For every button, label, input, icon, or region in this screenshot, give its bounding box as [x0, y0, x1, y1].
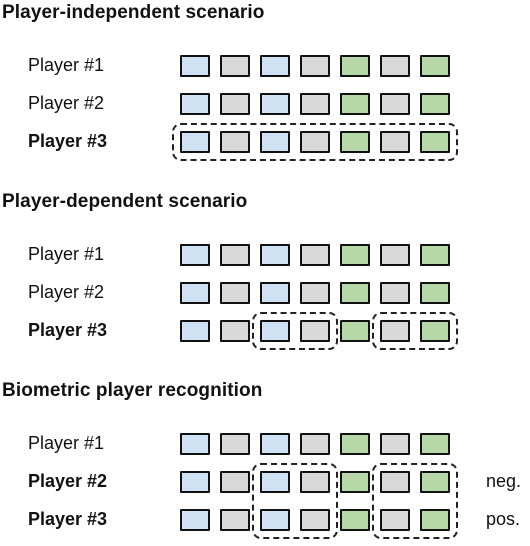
sequence-cell	[380, 131, 410, 153]
sequence-cell	[220, 131, 250, 153]
sequence-cell	[220, 433, 250, 455]
sequence-cell	[420, 509, 450, 531]
row-label: Player #1	[28, 55, 105, 75]
sequence-cell	[340, 433, 370, 455]
sequence-cell	[420, 471, 450, 493]
dashed-group-box	[372, 312, 458, 350]
sequence-cell	[420, 433, 450, 455]
sequence-cell	[260, 320, 290, 342]
sequence-cell	[340, 471, 370, 493]
sequence-cell	[300, 320, 330, 342]
sequence-cell	[300, 433, 330, 455]
sequence-cell	[260, 433, 290, 455]
pair-label: pos.	[486, 509, 521, 529]
sequence-cell	[260, 282, 290, 304]
sequence-cell	[260, 55, 290, 77]
row-label: Player #2	[28, 282, 105, 302]
sequence-cell	[420, 131, 450, 153]
sequence-cell	[380, 93, 410, 115]
sequence-cell	[260, 509, 290, 531]
sequence-cell	[380, 509, 410, 531]
row-label: Player #3	[28, 131, 108, 151]
sequence-cell	[340, 282, 370, 304]
section-title: Player-dependent scenario	[2, 191, 248, 212]
dashed-group-box	[172, 123, 458, 161]
sequence-cell	[300, 509, 330, 531]
sequence-cell	[180, 320, 210, 342]
sequence-cell	[380, 471, 410, 493]
sequence-cell	[220, 282, 250, 304]
sequence-cell	[420, 244, 450, 266]
sequence-cell	[220, 471, 250, 493]
sequence-cell	[300, 282, 330, 304]
sequence-cell	[380, 282, 410, 304]
sequence-cell	[220, 93, 250, 115]
sequence-cell	[300, 471, 330, 493]
sequence-cell	[340, 131, 370, 153]
sequence-cell	[300, 244, 330, 266]
dashed-group-box	[252, 463, 338, 539]
sequence-cell	[340, 55, 370, 77]
sequence-cell	[380, 55, 410, 77]
sequence-cell	[380, 244, 410, 266]
sequence-cell	[180, 282, 210, 304]
row-label: Player #2	[28, 471, 108, 491]
sequence-cell	[420, 320, 450, 342]
sequence-cell	[180, 55, 210, 77]
sequence-cell	[420, 282, 450, 304]
sequence-cell	[180, 244, 210, 266]
sequence-cell	[260, 93, 290, 115]
row-label: Player #1	[28, 433, 105, 453]
sequence-cell	[340, 509, 370, 531]
pair-label: neg.	[486, 471, 522, 491]
sequence-cell	[220, 509, 250, 531]
sequence-cell	[300, 93, 330, 115]
sequence-cell	[260, 131, 290, 153]
section-title: Player-independent scenario	[2, 2, 265, 23]
sequence-cell	[180, 509, 210, 531]
sequence-cell	[340, 93, 370, 115]
row-label: Player #3	[28, 320, 108, 340]
section-title: Biometric player recognition	[2, 380, 263, 401]
row-label: Player #1	[28, 244, 105, 264]
sequence-cell	[260, 244, 290, 266]
row-label: Player #3	[28, 509, 108, 529]
sequence-cell	[380, 433, 410, 455]
sequence-cell	[300, 55, 330, 77]
sequence-cell	[420, 55, 450, 77]
sequence-cell	[180, 93, 210, 115]
sequence-cell	[340, 244, 370, 266]
sequence-cell	[180, 471, 210, 493]
sequence-cell	[220, 244, 250, 266]
sequence-cell	[420, 93, 450, 115]
sequence-cell	[340, 320, 370, 342]
sequence-cell	[180, 131, 210, 153]
sequence-cell	[180, 433, 210, 455]
row-label: Player #2	[28, 93, 105, 113]
dashed-group-box	[252, 312, 338, 350]
sequence-cell	[220, 55, 250, 77]
sequence-cell	[300, 131, 330, 153]
sequence-cell	[220, 320, 250, 342]
sequence-cell	[260, 471, 290, 493]
sequence-cell	[380, 320, 410, 342]
dashed-group-box	[372, 463, 458, 539]
